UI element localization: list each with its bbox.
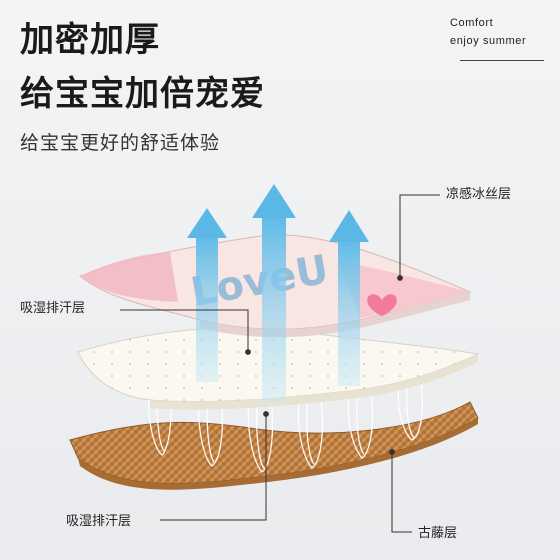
leader-bottom-left — [160, 414, 267, 521]
label-moisture-wicking-layer-1: 吸湿排汗层 — [20, 301, 86, 316]
leader-top-right — [399, 194, 440, 278]
heart-icon — [367, 294, 397, 316]
tagline-line-1: Comfort — [450, 17, 494, 29]
rattan-layer — [69, 401, 479, 490]
airflow-arrow-right-icon — [329, 210, 369, 386]
tagline: Comfort enjoy summer — [450, 14, 550, 50]
leader-lines — [120, 194, 440, 533]
airflow-arrow-center-icon — [252, 184, 296, 402]
tagline-line-2: enjoy summer — [450, 35, 527, 47]
airflow-arrows — [187, 184, 369, 402]
label-cooling-layer: 凉感冰丝层 — [446, 187, 512, 202]
airflow-arrow-left-icon — [187, 208, 227, 382]
leader-bottom-right — [391, 452, 412, 533]
label-rattan-layer: 古藤层 — [418, 526, 458, 541]
headline-line-1: 加密加厚 — [20, 20, 160, 60]
headline-line-2: 给宝宝加倍宠爱 — [20, 74, 265, 114]
subtitle: 给宝宝更好的舒适体验 — [20, 132, 221, 154]
tagline-divider — [460, 60, 544, 61]
leader-mid-left — [120, 309, 249, 352]
label-moisture-wicking-layer-2: 吸湿排汗层 — [66, 514, 132, 529]
